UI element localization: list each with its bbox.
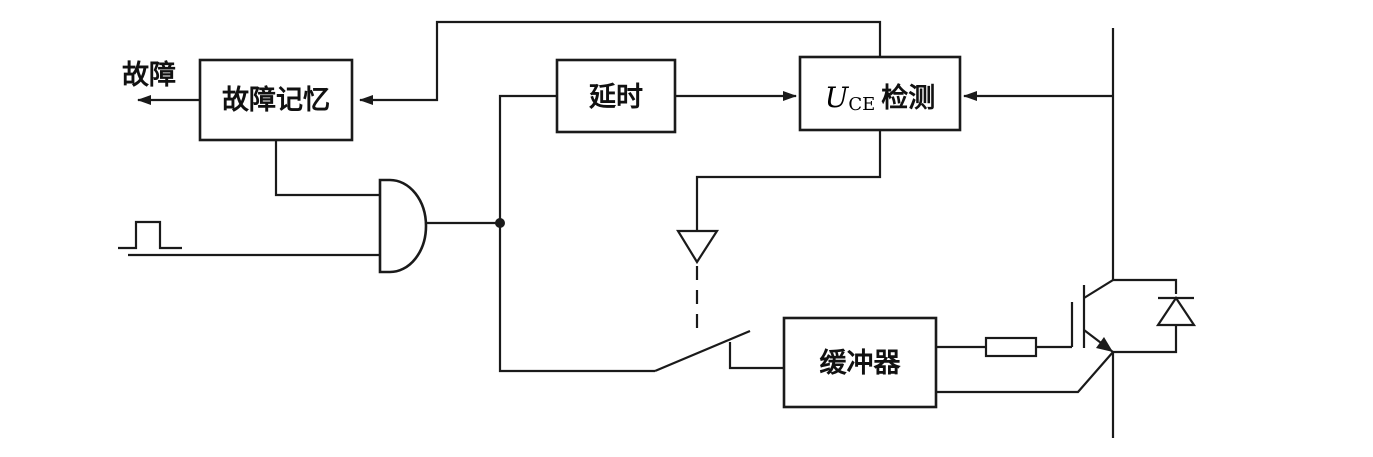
gate-resistor xyxy=(984,336,1038,358)
fault-feedback-wire xyxy=(359,20,882,105)
fault-output-label: 故障 xyxy=(122,59,176,91)
pulse-input-icon xyxy=(118,220,182,250)
delay-label: 延时 xyxy=(588,82,643,113)
emitter-arrow-icon xyxy=(1096,337,1113,352)
buffer-label: 缓冲器 xyxy=(820,348,902,379)
and-bus-wire xyxy=(498,94,655,373)
uce-detect-text: 检测 xyxy=(881,82,935,114)
uce-subscript: CE xyxy=(848,94,875,115)
diode-top-wire xyxy=(1113,278,1178,294)
uce-detect-block xyxy=(798,55,962,132)
switch-blade xyxy=(654,329,751,373)
memory-to-and-wire xyxy=(274,140,380,197)
fault-memory-label: 故障记忆 xyxy=(222,84,330,116)
igbt-collector xyxy=(1083,28,1115,299)
uce-symbol: U xyxy=(825,81,850,114)
and-gate xyxy=(378,178,428,274)
uce-detect-label: UCE 检测 xyxy=(825,81,936,115)
control-triangle xyxy=(676,229,720,265)
buffer-block xyxy=(782,316,938,409)
detect-control-wire xyxy=(695,130,882,231)
diode-bottom-wire xyxy=(1113,325,1178,354)
emitter-return-wire xyxy=(936,351,1114,394)
switch-to-buffer-wire xyxy=(728,342,784,370)
diode-icon xyxy=(1155,296,1197,327)
